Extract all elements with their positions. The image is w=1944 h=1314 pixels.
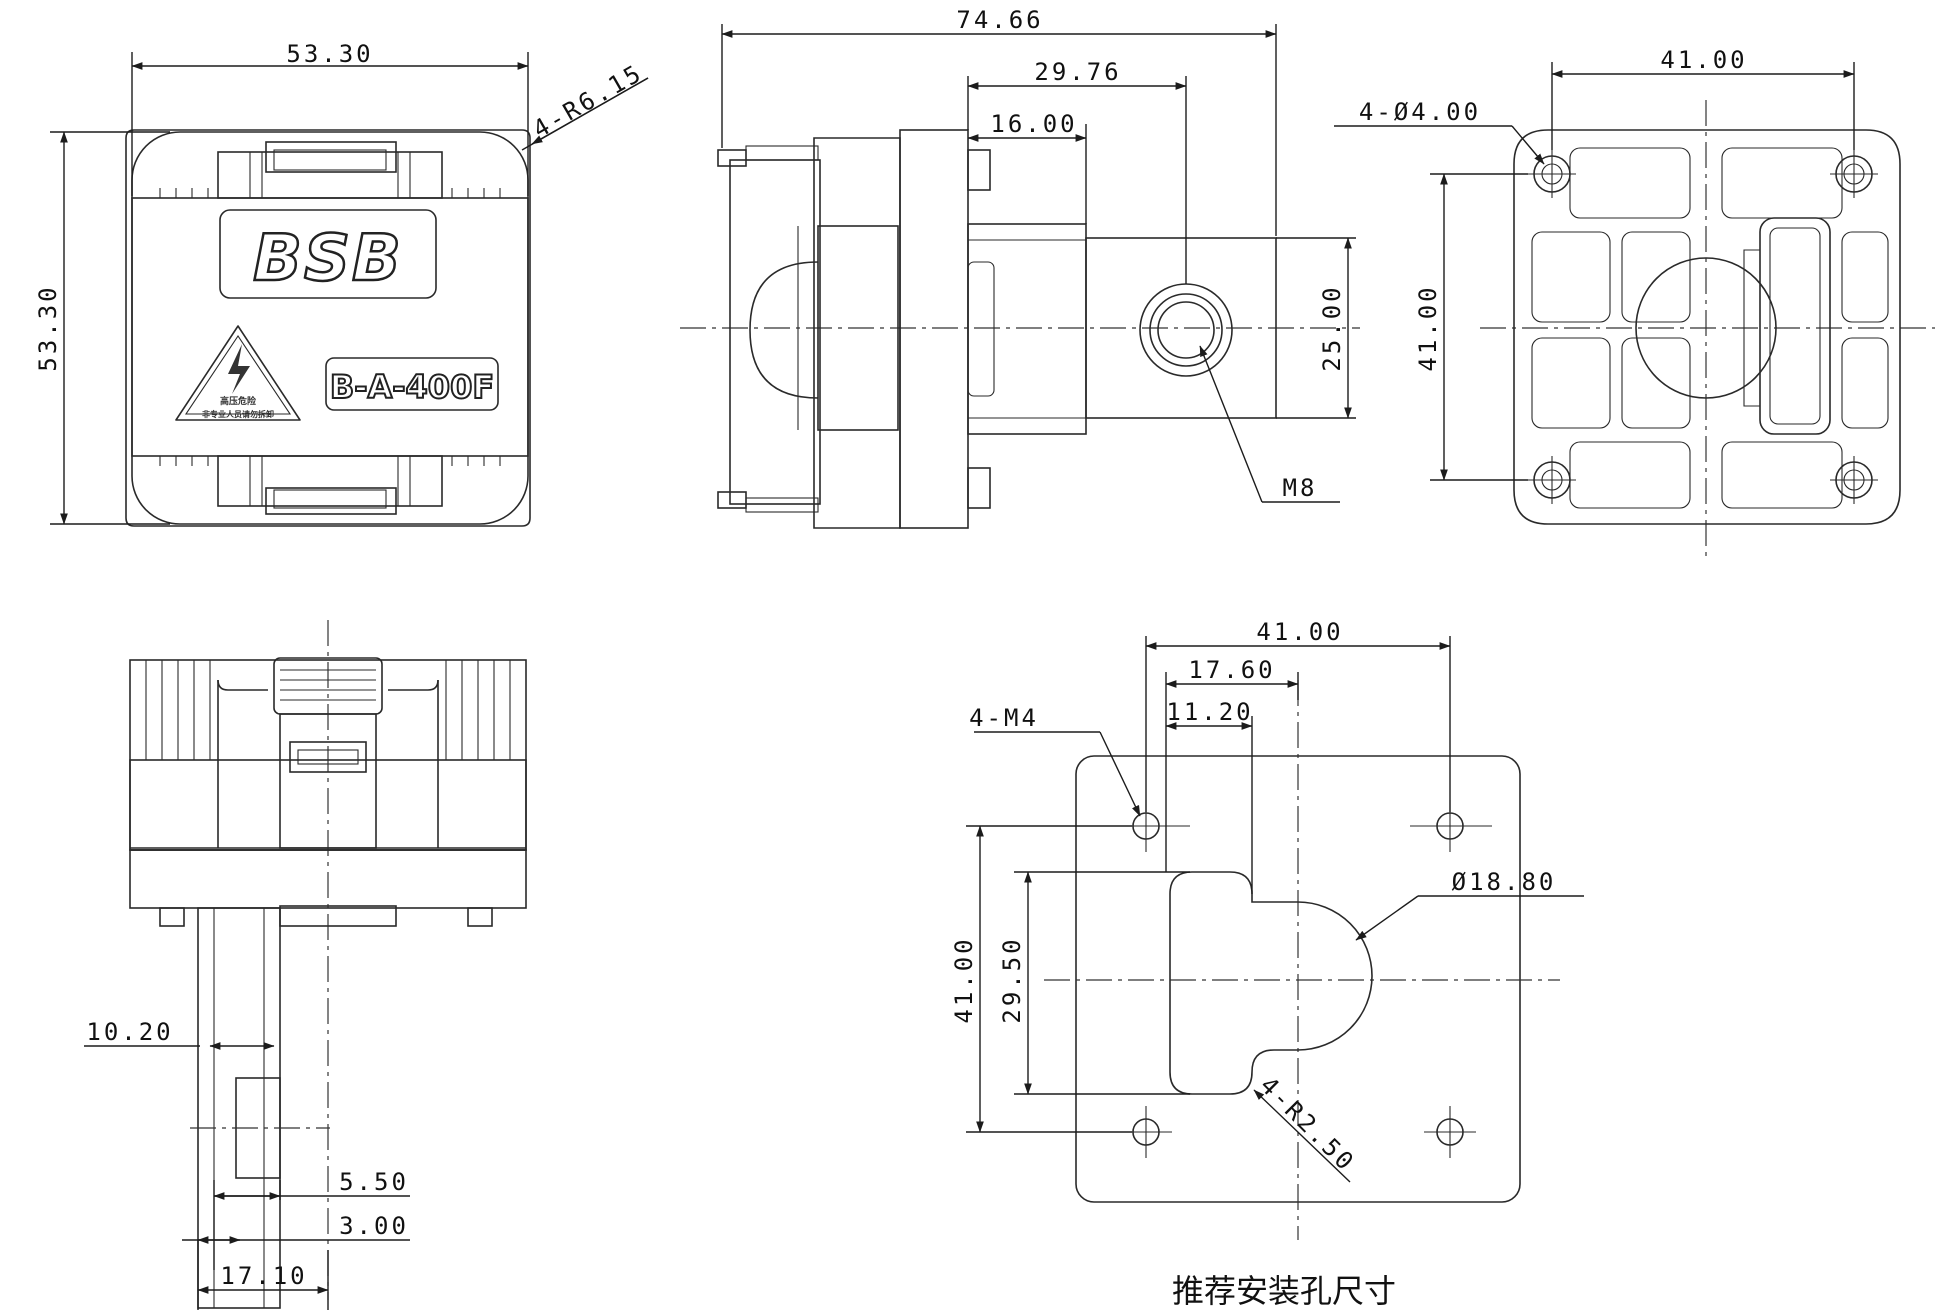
back-spacing-x-dim: 41.00 [1660, 46, 1747, 74]
front-fins [159, 188, 501, 466]
side-to-hole-dim: 29.76 [1034, 58, 1121, 86]
warning-line-2: 非专业人员请勿拆卸 [202, 409, 274, 419]
high-voltage-icon [228, 344, 250, 394]
bottom-dim-3: 3.00 [339, 1212, 409, 1240]
panel-cutout-view: 41.00 17.60 11.20 4-M4 Ø18.80 41.00 29.5… [950, 618, 1584, 1310]
bottom-view: 10.20 5.50 3.00 17.10 [84, 620, 527, 1310]
panel-spacing-y-dim: 41.00 [950, 936, 978, 1023]
front-width-dim: 53.30 [286, 40, 373, 68]
back-holes-dim: 4-Ø4.00 [1359, 98, 1481, 126]
side-view: 74.66 29.76 16.00 25.00 M8 [680, 6, 1360, 529]
front-top-latch [217, 141, 443, 199]
brand-logo: BSB [253, 222, 403, 296]
thread-dim: M8 [1283, 474, 1318, 502]
back-spacing-y-dim: 41.00 [1414, 284, 1442, 371]
back-mounting-holes [1528, 150, 1878, 504]
bottom-dim-1: 10.20 [86, 1018, 173, 1046]
bottom-latch-grip [280, 669, 376, 701]
corner-radius-dim: 4-R6.15 [528, 58, 648, 143]
front-view: BSB 高压危险 非专业人员请勿拆卸 B-A-400F 53.30 53.30 … [34, 40, 649, 527]
panel-offset-1-dim: 17.60 [1188, 656, 1275, 684]
front-height-dim: 53.30 [34, 284, 62, 371]
back-view: 41.00 41.00 4-Ø4.00 [1334, 46, 1935, 560]
panel-offset-2-dim: 11.20 [1166, 698, 1253, 726]
front-bottom-latch [217, 455, 443, 515]
side-terminal-height-dim: 25.00 [1318, 284, 1346, 371]
bottom-dim-4: 17.10 [220, 1262, 307, 1290]
panel-slot-height-dim: 29.50 [998, 936, 1026, 1023]
panel-diameter-dim: Ø18.80 [1452, 868, 1557, 896]
panel-inner-radius-dim: 4-R2.50 [1255, 1071, 1361, 1177]
bottom-dim-2: 5.50 [339, 1168, 409, 1196]
side-length-dim: 74.66 [956, 6, 1043, 34]
panel-cutout-caption: 推荐安装孔尺寸 [1172, 1272, 1396, 1310]
bottom-fins [145, 660, 511, 760]
panel-screws-dim: 4-M4 [969, 704, 1039, 732]
warning-line-1: 高压危险 [220, 395, 257, 407]
side-flange-dim: 16.00 [990, 110, 1077, 138]
panel-spacing-x-dim: 41.00 [1256, 618, 1343, 646]
model-label: B-A-400F [330, 368, 494, 406]
